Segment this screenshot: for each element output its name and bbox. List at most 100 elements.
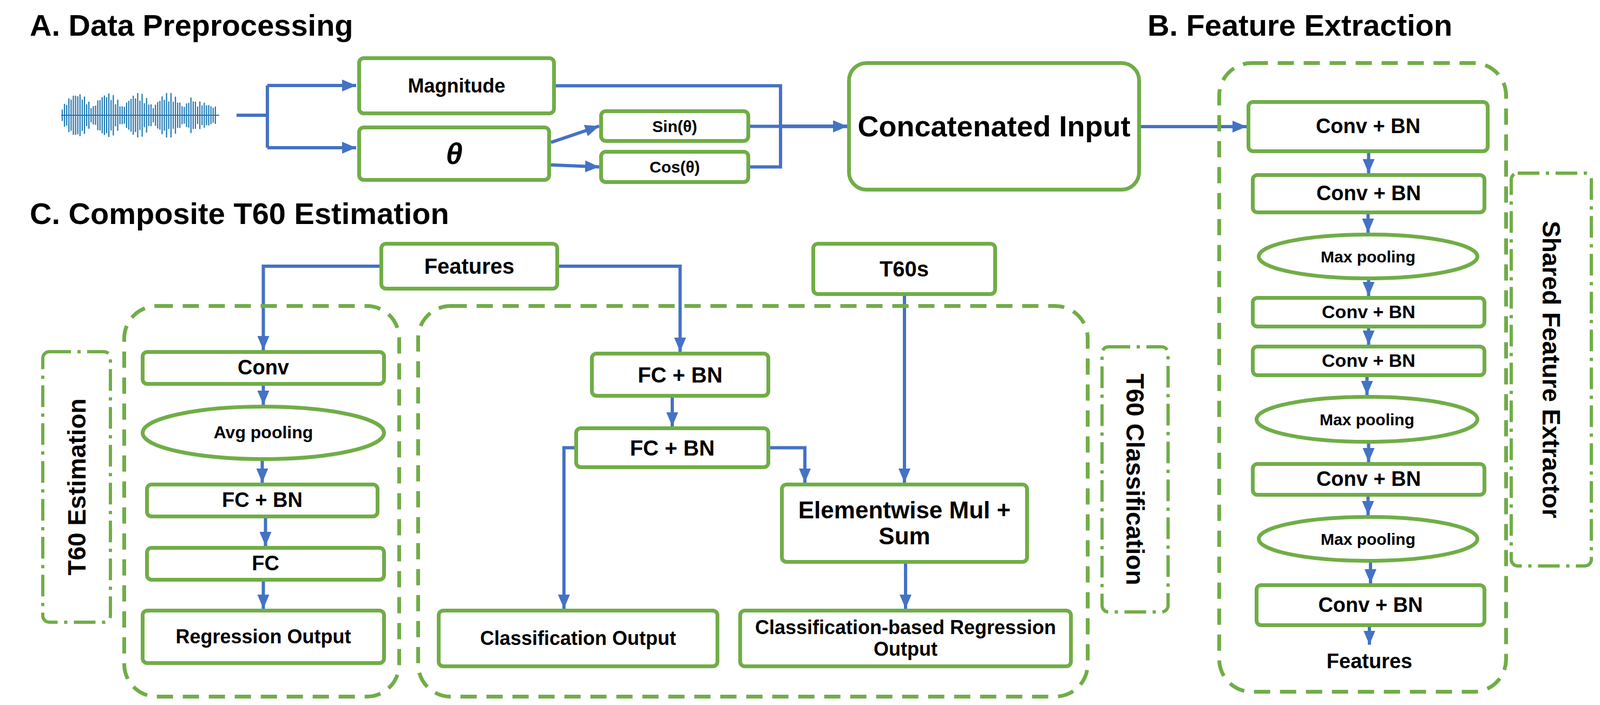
side-tab xyxy=(42,351,111,623)
flow-arrow xyxy=(750,126,848,168)
box-text: FC + BN xyxy=(630,436,716,461)
flow-arrow xyxy=(1366,214,1370,233)
box-text: Max pooling xyxy=(1320,247,1416,266)
box-text: T60s xyxy=(879,257,929,281)
flow-arrow xyxy=(564,448,575,610)
flow-arrow xyxy=(1367,627,1372,646)
box-text: Max pooling xyxy=(1320,530,1416,549)
output-label: Features xyxy=(1318,645,1421,679)
flow-arrow xyxy=(559,266,681,352)
dashed-border xyxy=(418,306,1088,698)
flow-arrow xyxy=(1366,496,1370,516)
pooling-ellipse: Max pooling xyxy=(1256,515,1480,563)
flow-arrow xyxy=(1367,153,1371,174)
box-text: FC + BN xyxy=(637,363,723,388)
process-box: Conv + BN xyxy=(1250,462,1487,497)
waveform xyxy=(61,93,220,138)
process-box: Conv xyxy=(140,350,386,386)
flow-arrow xyxy=(260,461,265,483)
box-text: Regression Output xyxy=(175,626,351,648)
process-box: Classification-based Regression Output xyxy=(738,608,1073,669)
flow-arrow xyxy=(1141,125,1247,129)
box-text: Magnitude xyxy=(408,75,506,97)
box-text: Classification Output xyxy=(480,627,677,650)
pooling-ellipse: Max pooling xyxy=(1256,232,1480,281)
dashed-group: Conv + BNConv + BNMax poolingConv + BNCo… xyxy=(1217,61,1508,694)
process-box: Classification Output xyxy=(436,608,720,669)
box-text: Conv + BN xyxy=(1315,115,1421,139)
process-box: Elementwise Mul + Sum xyxy=(779,482,1029,565)
box-text: Conv + BN xyxy=(1321,302,1416,323)
box-text: Max pooling xyxy=(1319,410,1415,429)
process-box: FC + BN xyxy=(589,351,771,398)
box-text: Avg pooling xyxy=(213,423,314,443)
dashed-border xyxy=(1219,63,1507,693)
flow-arrow xyxy=(770,448,805,484)
flow-arrow xyxy=(1365,377,1369,396)
group-heading: T60 Estimation xyxy=(62,398,92,576)
flow-arrow xyxy=(1367,328,1371,345)
box-text: Classification-based Regression Output xyxy=(744,617,1067,660)
box-text: Sin(θ) xyxy=(652,117,698,136)
flow-arrow xyxy=(551,165,600,168)
flow-arrow xyxy=(902,296,907,483)
flow-arrow xyxy=(1367,443,1371,463)
box-text: Conv + BN xyxy=(1316,468,1421,491)
flow-arrow xyxy=(263,266,380,351)
pooling-ellipse: Avg pooling xyxy=(140,404,386,462)
section-title: B. Feature Extraction xyxy=(1147,7,1453,43)
process-box: θ xyxy=(357,125,552,182)
box-text: Conv xyxy=(237,356,290,380)
box-text: Features xyxy=(424,254,515,279)
flow-arrow xyxy=(551,126,600,143)
box-text: Features xyxy=(1326,650,1413,674)
process-box: T60s xyxy=(811,241,998,297)
section-title: C. Composite T60 Estimation xyxy=(29,195,450,232)
process-box: Features xyxy=(379,241,560,291)
process-box: Conv + BN xyxy=(1246,100,1490,154)
input-lead xyxy=(267,83,357,88)
process-box: Conv + BN xyxy=(1250,173,1487,215)
flow-arrow xyxy=(261,581,266,609)
box-text: FC xyxy=(251,552,280,576)
section-title: A. Data Preprocessing xyxy=(29,7,354,43)
process-box: Conv + BN xyxy=(1250,344,1487,378)
side-tab xyxy=(1102,346,1169,613)
box-text: Conv + BN xyxy=(1316,182,1421,206)
process-box: FC xyxy=(145,546,386,582)
box-text: Conv + BN xyxy=(1321,350,1416,371)
process-box: Conv + BN xyxy=(1254,583,1487,628)
side-tab xyxy=(1511,173,1592,567)
input-split-line xyxy=(236,85,268,148)
box-text: Concatenated Input xyxy=(857,110,1131,143)
group-heading: T60 Classification xyxy=(1120,373,1150,586)
flow-arrow xyxy=(670,397,674,427)
box-text: Cos(θ) xyxy=(649,158,700,176)
group-heading: Shared Feature Extractor xyxy=(1536,220,1566,519)
process-box: Conv + BN xyxy=(1250,296,1487,329)
dashed-group: ConvAvg pooling FC + BN FC Regression Outpu… xyxy=(122,304,402,699)
box-text: FC + BN xyxy=(221,489,303,513)
process-box: Cos(θ) xyxy=(599,149,751,185)
process-box: Magnitude xyxy=(357,56,556,116)
pooling-ellipse: Max pooling xyxy=(1254,395,1480,444)
process-box: Sin(θ) xyxy=(599,109,751,143)
flow-arrow xyxy=(261,385,266,405)
box-text: Elementwise Mul + Sum xyxy=(786,497,1023,550)
ellipse-border xyxy=(1258,234,1478,279)
box-text: θ xyxy=(445,136,463,171)
flow-arrow xyxy=(264,518,268,547)
ellipse-border xyxy=(1256,397,1478,443)
flow-arrow xyxy=(903,564,908,609)
ellipse-border xyxy=(142,407,385,460)
box-text: Conv + BN xyxy=(1317,594,1423,618)
flow-arrow xyxy=(1368,562,1373,584)
process-box: Concatenated Input xyxy=(847,61,1142,192)
ellipse-border xyxy=(1258,517,1478,562)
flow-arrow xyxy=(1367,280,1371,297)
process-box: FC + BN xyxy=(574,426,771,470)
dashed-group: FC + BN FC + BN Elementwise Mul + SumClass… xyxy=(416,304,1090,699)
input-lead xyxy=(267,146,357,150)
process-box: FC + BN xyxy=(145,482,380,519)
